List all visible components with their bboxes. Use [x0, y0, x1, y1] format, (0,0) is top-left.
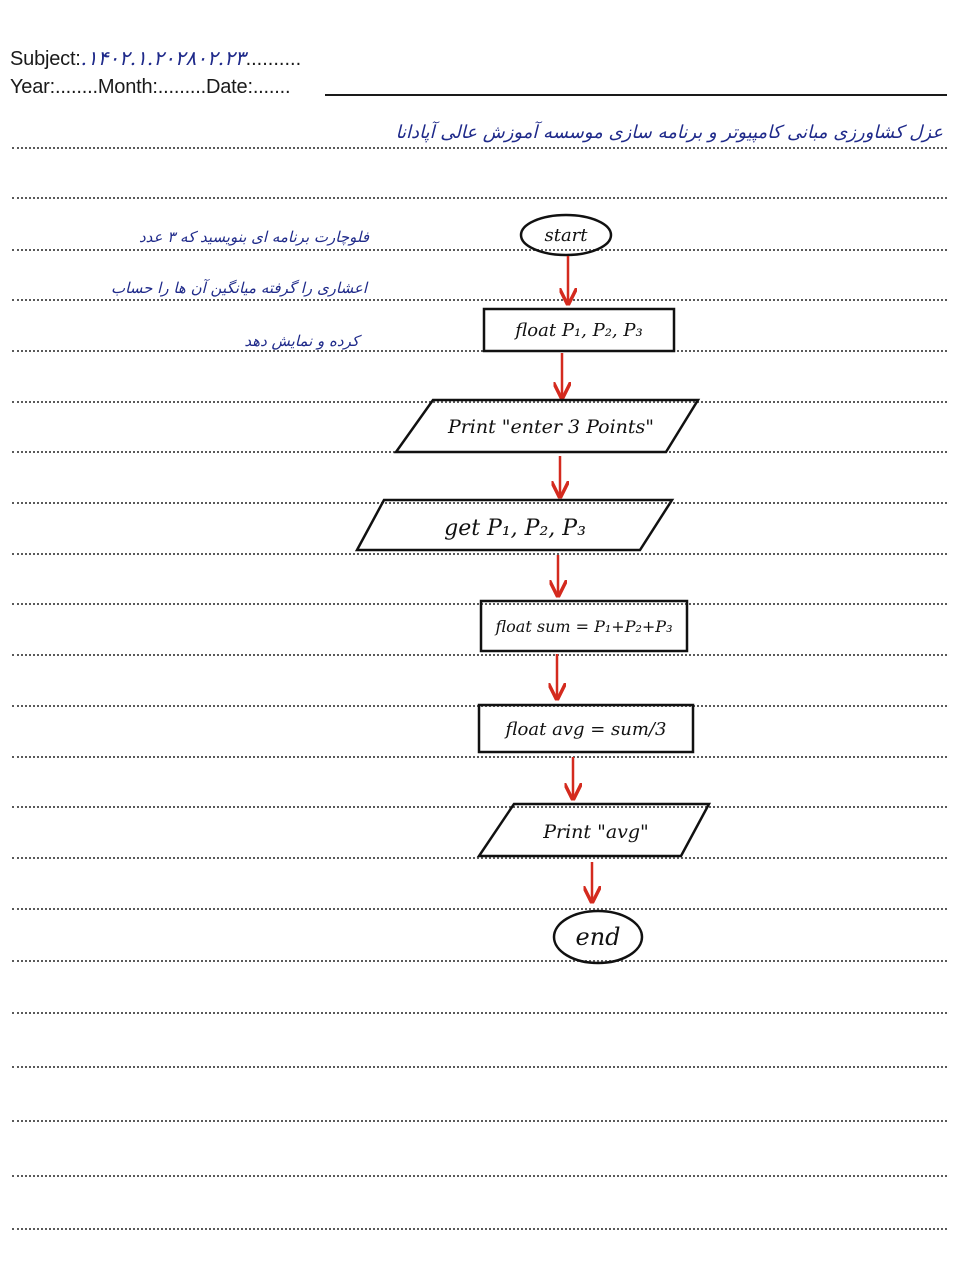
ruled-line	[12, 756, 947, 758]
declare-box	[482, 307, 676, 353]
ruled-line	[12, 1175, 947, 1177]
task-line-2: اعشاری را گرفته میانگین آن ها را حساب	[111, 279, 367, 297]
output-parallelogram	[476, 802, 712, 858]
ruled-line	[12, 401, 947, 403]
ruled-line	[12, 553, 947, 555]
month-label: Month:	[97, 76, 158, 98]
input-parallelogram	[354, 498, 675, 552]
end-terminal: end	[552, 909, 644, 965]
ruled-line	[12, 197, 947, 199]
subject-label: Subject:	[10, 48, 81, 70]
avg-box	[477, 703, 695, 754]
ruled-line	[12, 1012, 947, 1014]
end-label: end	[575, 923, 620, 951]
prompt-parallelogram	[393, 398, 701, 454]
start-ellipse	[519, 213, 613, 257]
header-rule	[325, 94, 947, 96]
input-io: get P₁, P₂, P₃	[354, 498, 675, 552]
sum-process: float sum = P₁+P₂+P₃	[479, 599, 689, 653]
ruled-line	[12, 603, 947, 605]
ruled-line	[12, 1066, 947, 1068]
ruled-line	[12, 299, 947, 301]
subject-row: Subject:.۱۴۰۲.۱.۲۰۲۸۰۲.۲۳..........	[10, 46, 301, 71]
ruled-line	[12, 1228, 947, 1230]
start-label: start	[544, 225, 588, 246]
ruled-line	[12, 147, 947, 149]
ruled-line	[12, 857, 947, 859]
start-terminal: start	[519, 213, 613, 257]
ruled-line	[12, 249, 947, 251]
ruled-line	[12, 502, 947, 504]
ruled-line	[12, 654, 947, 656]
ruled-line	[12, 806, 947, 808]
avg-label: float avg = sum/3	[504, 719, 667, 740]
subject-dots: ..........	[245, 48, 302, 70]
month-dots: .........	[157, 76, 206, 98]
sum-box	[479, 599, 689, 653]
declare-process: float P₁, P₂, P₃	[482, 307, 676, 353]
task-line-3: کرده و نمایش دهد	[244, 332, 359, 350]
year-dots: ........	[54, 76, 98, 98]
date-row: Year:........Month:.........Date:.......	[10, 76, 291, 99]
ruled-line	[12, 1120, 947, 1122]
ruled-line	[12, 908, 947, 910]
output-label: Print "avg"	[542, 821, 649, 843]
year-label: Year:	[10, 76, 55, 98]
input-label: get P₁, P₂, P₃	[444, 516, 586, 541]
end-ellipse	[552, 909, 644, 965]
note-title: عزل کشاورزی مبانی کامپیوتر و برنامه سازی…	[395, 122, 943, 143]
ruled-line	[12, 350, 947, 352]
date-dots: .......	[252, 76, 291, 98]
ruled-line	[12, 960, 947, 962]
declare-label: float P₁, P₂, P₃	[513, 320, 642, 341]
date-label: Date:	[206, 76, 253, 98]
subject-value: .۱۴۰۲.۱.۲۰۲۸۰۲.۲۳	[80, 46, 246, 70]
avg-process: float avg = sum/3	[477, 703, 695, 754]
prompt-label: Print "enter 3 Points"	[447, 416, 654, 438]
task-line-1: فلوچارت برنامه ای بنویسید که ۳ عدد	[138, 228, 369, 246]
prompt-io: Print "enter 3 Points"	[393, 398, 701, 454]
sum-label: float sum = P₁+P₂+P₃	[495, 617, 673, 636]
output-io: Print "avg"	[476, 802, 712, 858]
